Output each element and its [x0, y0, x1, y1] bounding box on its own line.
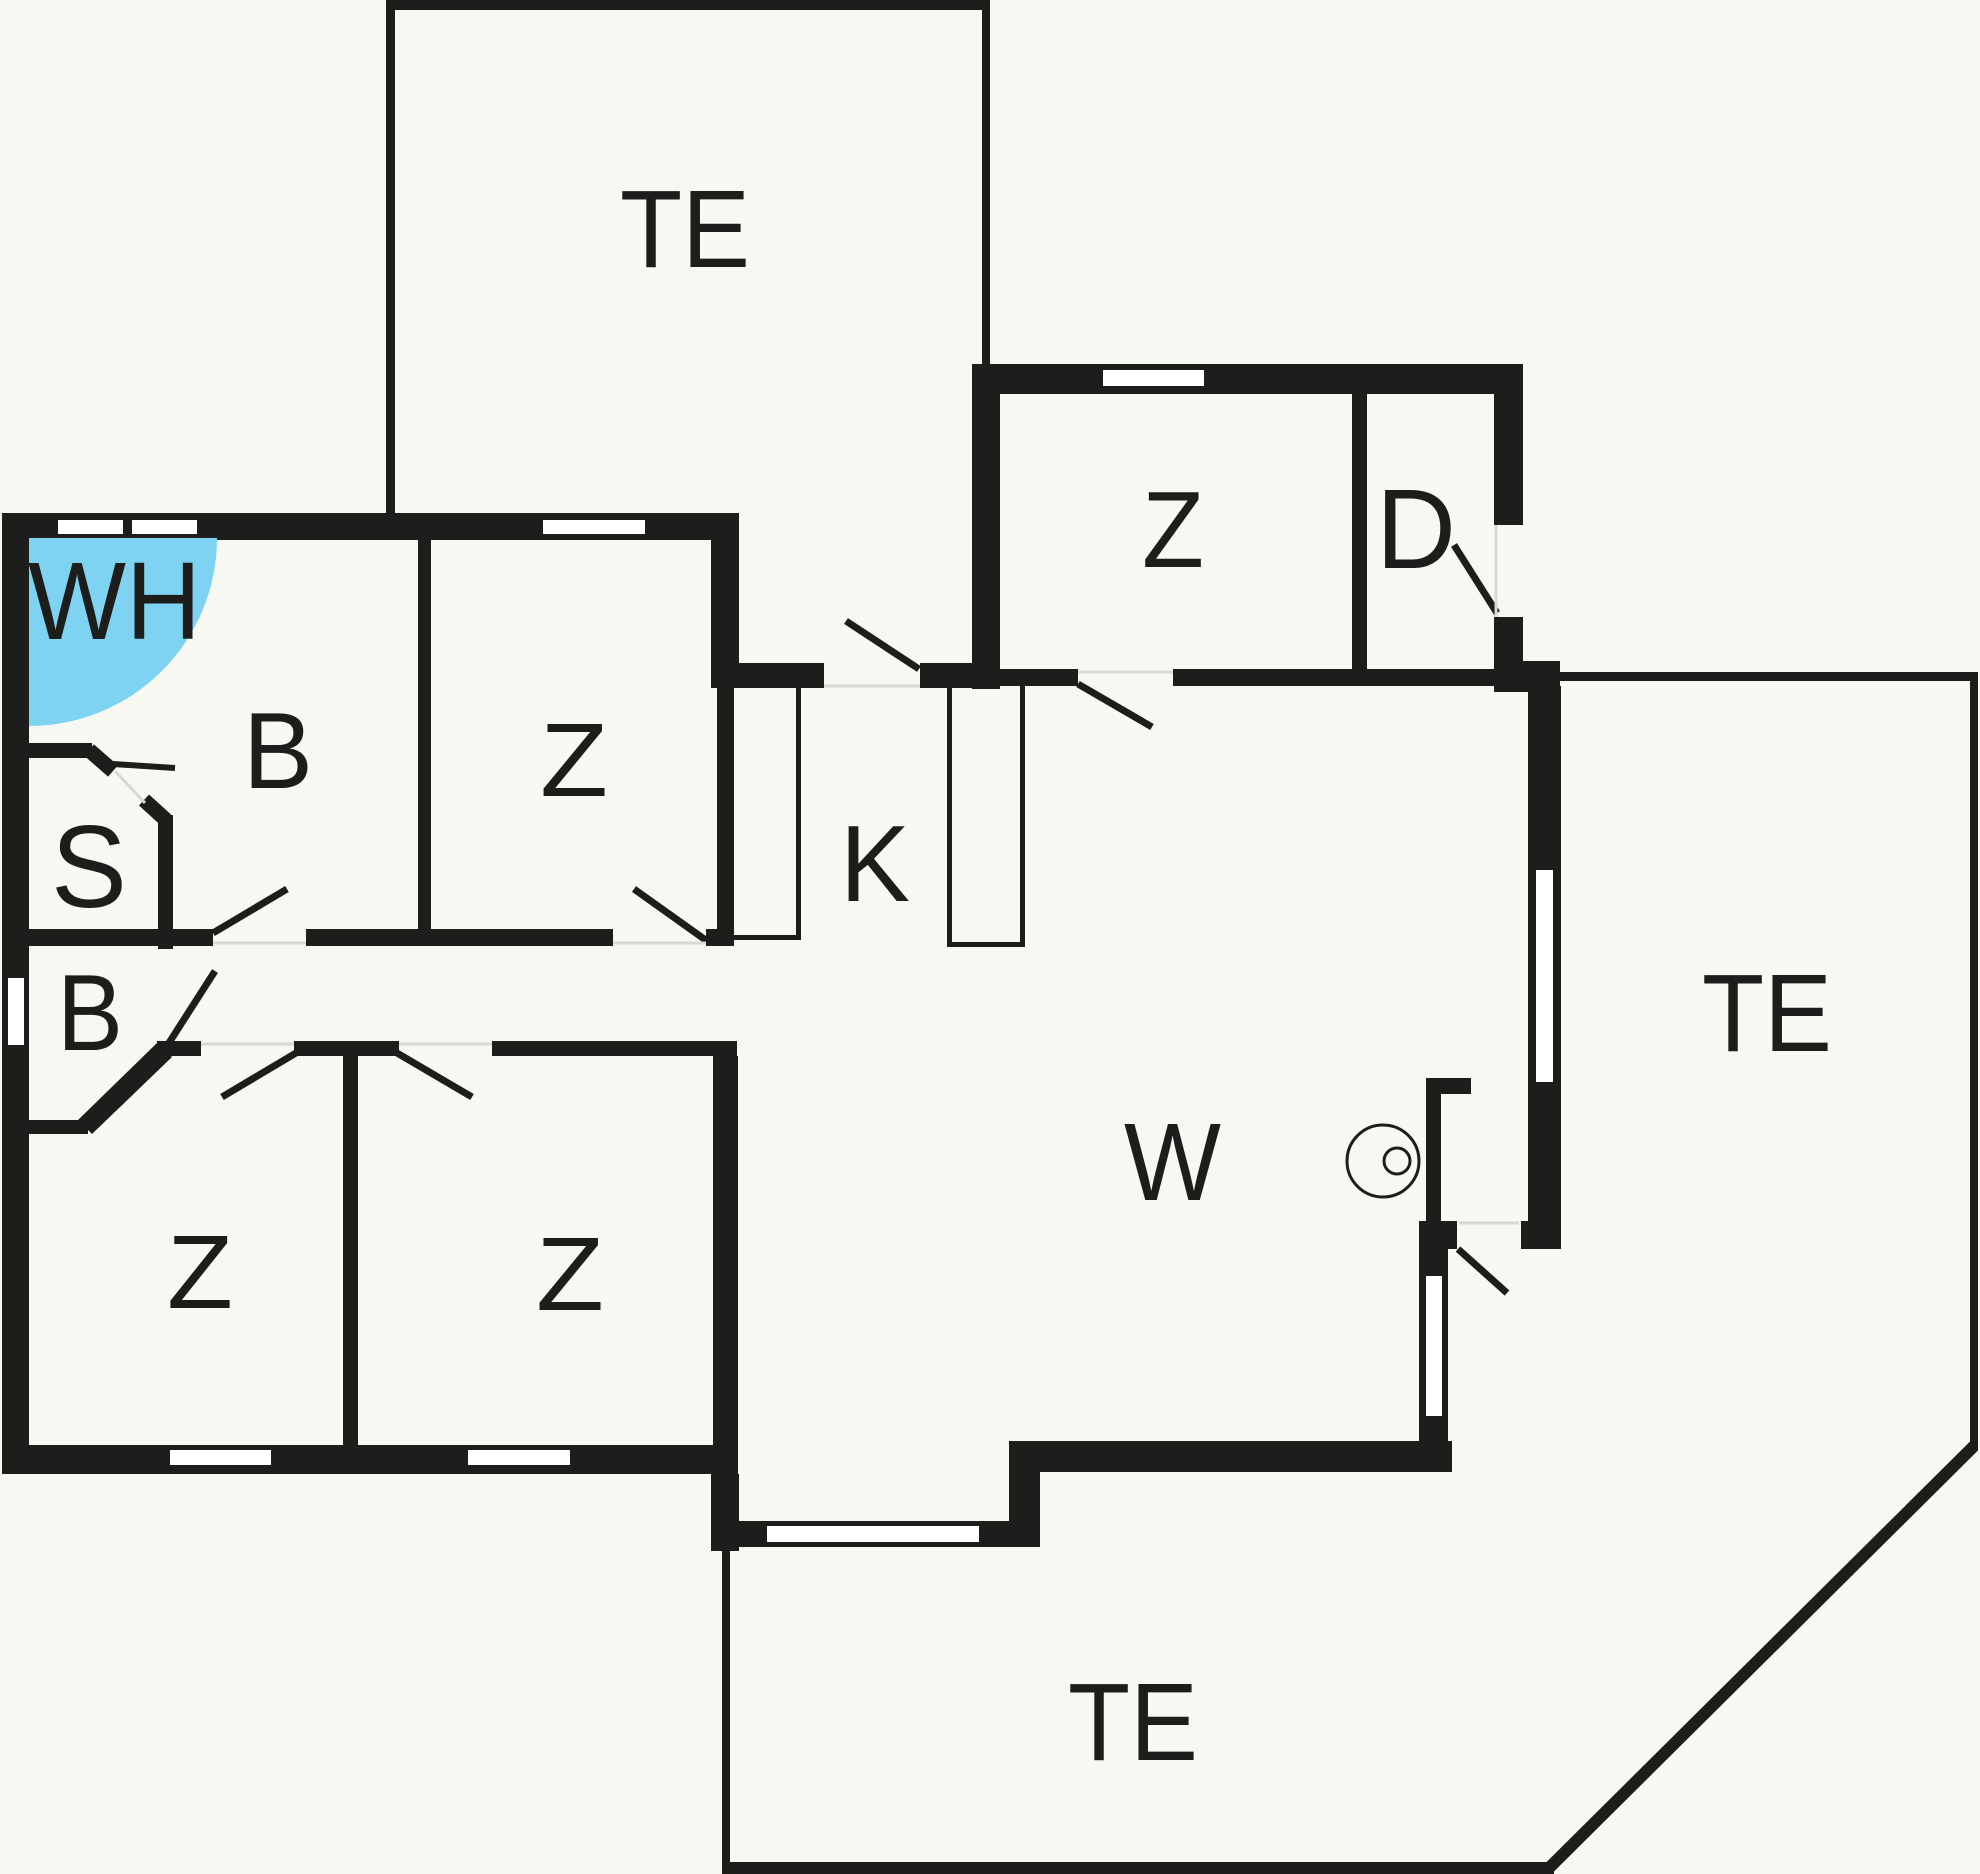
svg-text:W: W — [1124, 1101, 1221, 1224]
svg-text:TE: TE — [1702, 952, 1832, 1075]
svg-text:WH: WH — [28, 540, 201, 663]
svg-text:K: K — [840, 803, 910, 925]
svg-text:TE: TE — [620, 168, 750, 291]
svg-text:Z: Z — [540, 702, 608, 819]
svg-text:Z: Z — [536, 1216, 604, 1333]
svg-text:Z: Z — [167, 1214, 233, 1331]
svg-text:Z: Z — [1142, 469, 1204, 591]
svg-text:S: S — [51, 801, 127, 932]
svg-text:D: D — [1376, 466, 1456, 592]
svg-text:TE: TE — [1068, 1661, 1198, 1784]
svg-text:B: B — [243, 690, 313, 812]
svg-text:B: B — [57, 952, 123, 1074]
